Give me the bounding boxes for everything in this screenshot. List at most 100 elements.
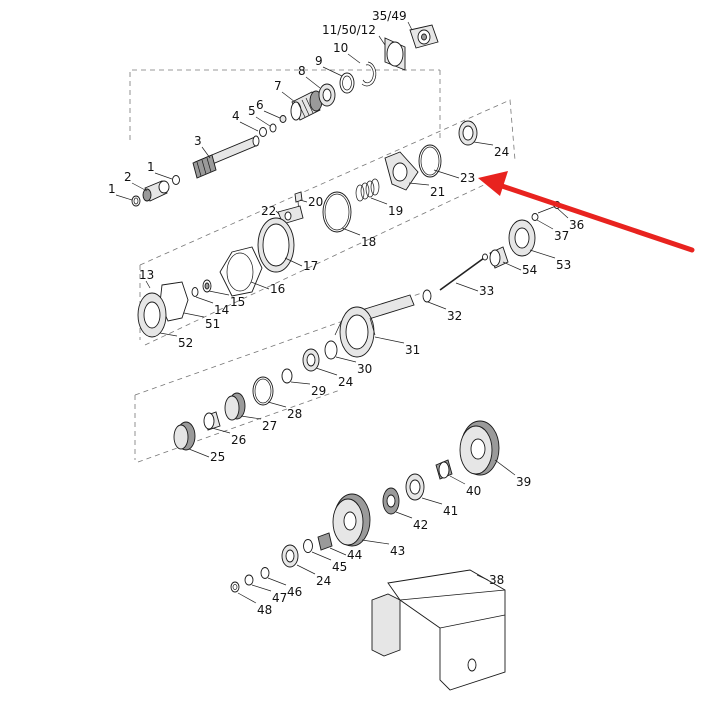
part-label-51: 51 bbox=[205, 317, 220, 331]
part-27-gear bbox=[224, 392, 246, 421]
leader-line bbox=[378, 35, 386, 46]
leader-line bbox=[305, 76, 321, 89]
part-label-36: 36 bbox=[569, 218, 584, 232]
part-label-24a: 24 bbox=[494, 145, 509, 159]
part-24-bearing-low bbox=[281, 544, 299, 568]
leader-line bbox=[281, 91, 296, 103]
part-label-22: 22 bbox=[261, 204, 276, 218]
part-46-washer bbox=[260, 567, 270, 579]
part-label-23: 23 bbox=[460, 171, 475, 185]
part-label-38: 38 bbox=[489, 573, 504, 587]
part-19-spring bbox=[355, 178, 380, 202]
part-6-pin bbox=[279, 115, 287, 123]
part-label-31: 31 bbox=[405, 343, 420, 357]
leader-line bbox=[188, 448, 210, 458]
part-24-bearing-mid bbox=[302, 348, 320, 372]
part-label-6: 6 bbox=[256, 98, 264, 112]
part-30-ring bbox=[324, 340, 338, 360]
part-14-ring bbox=[191, 287, 199, 297]
part-10-snap-ring bbox=[361, 61, 377, 87]
part-label-37: 37 bbox=[554, 229, 569, 243]
part-44-needle-bearing bbox=[317, 532, 333, 551]
part-label-17: 17 bbox=[303, 259, 318, 273]
part-label-8: 8 bbox=[298, 64, 306, 78]
part-label-18: 18 bbox=[361, 235, 376, 249]
part-label-1a: 1 bbox=[108, 182, 116, 196]
leader-line bbox=[239, 121, 259, 132]
leader-line bbox=[195, 296, 214, 304]
part-52-friction-disc bbox=[137, 292, 167, 338]
part-29-ring bbox=[281, 368, 293, 384]
leader-line bbox=[208, 290, 230, 296]
leader-line bbox=[250, 281, 270, 290]
leader-line bbox=[476, 574, 489, 581]
part-54-bushing bbox=[489, 246, 509, 269]
part-label-53: 53 bbox=[556, 258, 571, 272]
part-label-20: 20 bbox=[308, 195, 323, 209]
part-40-needle-bearing bbox=[435, 459, 453, 480]
leader-line bbox=[556, 207, 569, 219]
leader-line bbox=[322, 66, 343, 77]
part-38-bracket bbox=[371, 569, 506, 691]
part-label-47: 47 bbox=[272, 591, 287, 605]
part-label-4: 4 bbox=[232, 109, 240, 123]
part-1-circlip-right bbox=[172, 175, 180, 185]
part-11-50-12-cover bbox=[384, 37, 406, 71]
part-label-10: 10 bbox=[333, 41, 348, 55]
leader-line bbox=[347, 53, 361, 64]
leader-line bbox=[211, 427, 231, 434]
part-label-5: 5 bbox=[248, 104, 256, 118]
leader-line bbox=[315, 367, 338, 376]
part-label-52: 52 bbox=[178, 336, 193, 350]
part-label-16: 16 bbox=[270, 282, 285, 296]
part-24-bearing-top bbox=[458, 120, 478, 146]
leader-line bbox=[240, 415, 262, 420]
part-37-washer bbox=[531, 213, 539, 221]
part-53-bearing-cover bbox=[508, 219, 536, 257]
part-label-7: 7 bbox=[274, 79, 282, 93]
part-label-46: 46 bbox=[287, 585, 302, 599]
leader-line bbox=[361, 539, 390, 545]
part-label-54: 54 bbox=[522, 263, 537, 277]
part-label-44: 44 bbox=[347, 548, 362, 562]
leader-line bbox=[284, 257, 303, 267]
part-label-19: 19 bbox=[388, 204, 403, 218]
leader-line bbox=[296, 564, 316, 575]
part-43-gear bbox=[332, 493, 371, 547]
part-label-13: 13 bbox=[139, 268, 154, 282]
part-5-ring bbox=[269, 123, 277, 133]
part-35-49-plug bbox=[409, 24, 439, 49]
part-7-spline-gear bbox=[290, 90, 323, 121]
leader-line bbox=[536, 219, 554, 230]
leader-line bbox=[494, 459, 516, 476]
part-4-washer bbox=[259, 127, 267, 137]
part-47-washer bbox=[244, 574, 254, 586]
leader-line bbox=[421, 497, 443, 505]
part-25-pinion bbox=[173, 421, 196, 451]
leader-line bbox=[408, 182, 430, 186]
part-label-9: 9 bbox=[315, 54, 323, 68]
part-45-ring bbox=[303, 539, 313, 553]
part-label-21: 21 bbox=[430, 185, 445, 199]
part-label-14: 14 bbox=[214, 303, 229, 317]
part-28-o-ring bbox=[252, 376, 274, 406]
part-42-gear bbox=[382, 487, 400, 515]
part-label-41: 41 bbox=[443, 504, 458, 518]
part-16-clutch-plate bbox=[219, 246, 263, 297]
part-33-rod bbox=[439, 253, 488, 291]
callout-arrow-head bbox=[478, 171, 508, 196]
leader-line bbox=[255, 116, 271, 127]
leader-line bbox=[251, 584, 272, 592]
leader-line bbox=[407, 21, 413, 31]
part-9-ring bbox=[339, 72, 355, 94]
part-label-15: 15 bbox=[230, 295, 245, 309]
leader-line bbox=[201, 146, 211, 159]
leader-line bbox=[455, 282, 479, 292]
part-22-fork bbox=[277, 205, 304, 225]
part-label-39: 39 bbox=[516, 475, 531, 489]
leader-line bbox=[502, 261, 522, 271]
part-label-24b: 24 bbox=[338, 375, 353, 389]
part-label-48: 48 bbox=[257, 603, 272, 617]
